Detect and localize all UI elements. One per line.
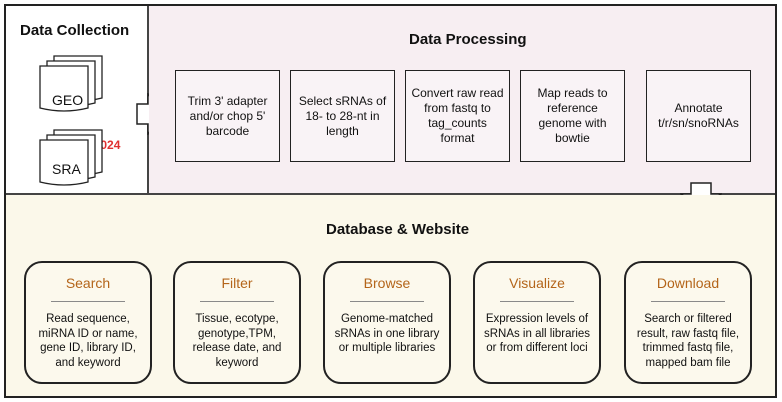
- feature-heading: Browse: [363, 275, 411, 291]
- feature-description: Genome-matched sRNAs in one library or m…: [334, 313, 440, 354]
- step-annotate: Annotate t/r/sn/snoRNAs: [646, 70, 751, 162]
- divider: [200, 301, 274, 302]
- feature-visualize: Visualize Expression levels of sRNAs in …: [473, 261, 601, 384]
- feature-heading: Filter: [221, 275, 253, 291]
- feature-filter: Filter Tissue, ecotype, genotype,TPM, re…: [173, 261, 301, 384]
- diagram-frame: Data Collection GEO + = 2,024 SRA Data P…: [4, 4, 777, 398]
- feature-browse: Browse Genome-matched sRNAs in one libra…: [323, 261, 451, 384]
- divider: [651, 301, 725, 302]
- database-website-title: Database & Website: [326, 221, 470, 238]
- geo-label: GEO: [52, 92, 84, 108]
- sra-label: SRA: [52, 161, 81, 177]
- sra-documents-icon: [39, 129, 103, 186]
- feature-description: Tissue, ecotype, genotype,TPM, release d…: [192, 313, 282, 369]
- feature-download: Download Search or filtered result, raw …: [624, 261, 752, 384]
- divider: [51, 301, 125, 302]
- feature-description: Search or filtered result, raw fastq fil…: [636, 313, 740, 369]
- geo-documents-icon: [39, 55, 103, 112]
- database-website-section: Database & Website Search Read sequence,…: [6, 195, 775, 396]
- feature-description: Read sequence, miRNA ID or name, gene ID…: [38, 313, 138, 369]
- divider: [350, 301, 424, 302]
- data-processing-title: Data Processing: [409, 31, 527, 48]
- data-collection-title: Data Collection: [20, 22, 130, 39]
- data-processing-section: Data Processing Trim 3' adapter and/or c…: [149, 6, 775, 195]
- step-map-reads: Map reads to reference genome with bowti…: [520, 70, 625, 162]
- feature-search: Search Read sequence, miRNA ID or name, …: [24, 261, 152, 384]
- step-convert-format: Convert raw read from fastq to tag_count…: [405, 70, 510, 162]
- feature-heading: Download: [656, 275, 720, 291]
- divider: [500, 301, 574, 302]
- data-collection-section: Data Collection GEO + = 2,024 SRA: [6, 6, 149, 195]
- feature-description: Expression levels of sRNAs in all librar…: [483, 313, 591, 354]
- feature-heading: Visualize: [509, 275, 565, 291]
- step-trim-adapter: Trim 3' adapter and/or chop 5' barcode: [175, 70, 280, 162]
- feature-heading: Search: [65, 275, 111, 291]
- step-select-srnas: Select sRNAs of 18- to 28-nt in length: [290, 70, 395, 162]
